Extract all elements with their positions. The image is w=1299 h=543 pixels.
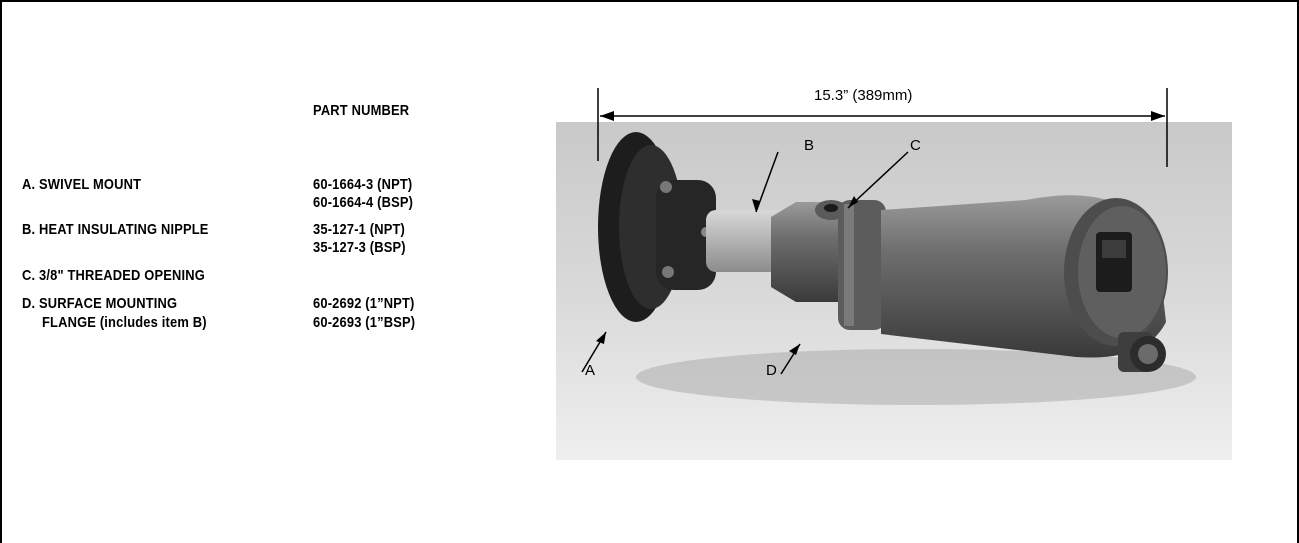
frame-top-line [0,0,1299,2]
item-d-part-npt: 60-2692 (1”NPT) [313,295,415,312]
callout-c-leader [847,151,909,209]
callout-a: A [585,362,596,379]
item-a-label: A. SWIVEL MOUNT [22,176,142,193]
item-c-label: C. 3/8" THREADED OPENING [22,267,205,284]
product-photo [556,122,1232,460]
item-d-label: D. SURFACE MOUNTING [22,295,178,312]
part-number-header: PART NUMBER [313,102,410,119]
item-a-part-bsp: 60-1664-4 (BSP) [313,194,414,211]
overall-length-label: 15.3” (389mm) [814,87,913,104]
item-a-part-npt: 60-1664-3 (NPT) [313,176,413,193]
callout-d: D [766,362,777,379]
callout-b: B [804,137,815,154]
item-b-part-npt: 35-127-1 (NPT) [313,221,406,238]
callout-b-leader [755,151,779,213]
item-b-part-bsp: 35-127-3 (BSP) [313,239,406,256]
callout-c: C [910,137,921,154]
transmitter-illustration [556,122,1232,460]
item-b-label: B. HEAT INSULATING NIPPLE [22,221,209,238]
frame-left-line [0,0,2,543]
item-d-part-bsp: 60-2693 (1”BSP) [313,314,416,331]
item-d-label-line2: FLANGE (includes item B) [42,314,207,331]
frame-right-line [1297,0,1299,543]
